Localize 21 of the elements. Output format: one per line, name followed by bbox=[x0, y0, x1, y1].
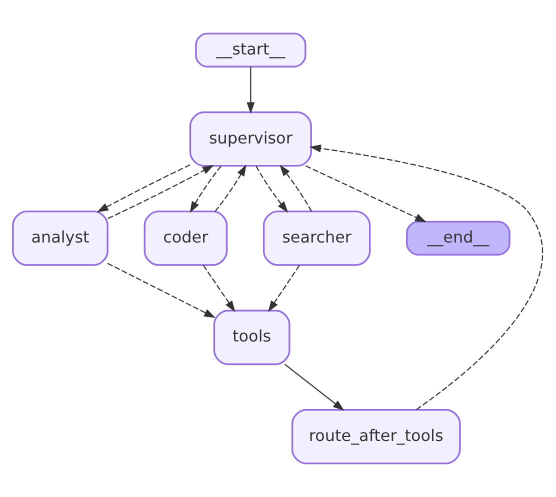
arrow bbox=[190, 166, 222, 213]
node-box: searcher bbox=[262, 210, 371, 266]
arrow bbox=[107, 262, 216, 318]
arrow bbox=[246, 66, 255, 114]
arrow bbox=[256, 166, 288, 213]
node-box: __end__ bbox=[406, 220, 510, 256]
node-box: supervisor bbox=[189, 111, 312, 167]
arrow bbox=[280, 164, 312, 212]
node-box: analyst bbox=[12, 210, 108, 266]
arrow bbox=[214, 164, 246, 212]
node-box: tools bbox=[213, 310, 290, 366]
arrow bbox=[108, 165, 214, 219]
arrow bbox=[284, 364, 344, 411]
arrow bbox=[268, 265, 300, 312]
node-box: __start__ bbox=[195, 32, 306, 68]
node-box: route_after_tools bbox=[291, 409, 461, 464]
arrow bbox=[309, 144, 543, 410]
node-box: coder bbox=[144, 210, 228, 266]
arrow bbox=[306, 165, 427, 222]
arrow bbox=[202, 265, 236, 312]
arrow bbox=[96, 164, 190, 212]
